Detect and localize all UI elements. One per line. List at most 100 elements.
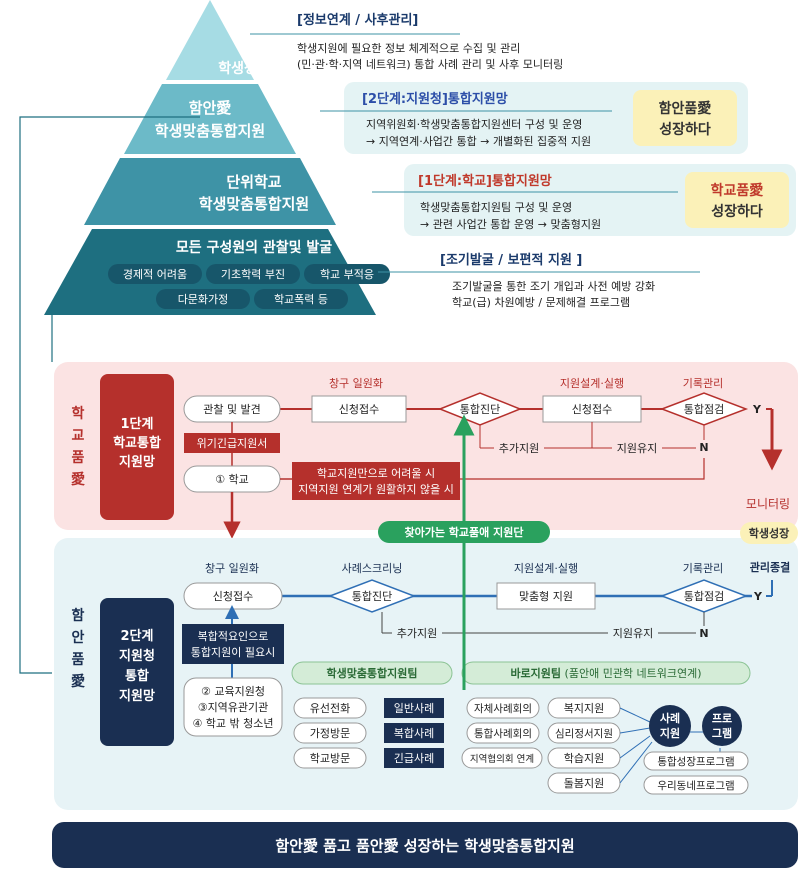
stage1-title: [1단계:학교]통합지원망 (418, 173, 552, 189)
pyramid-level-3-line1: 단위학교 (226, 173, 281, 191)
crisis-form (184, 433, 280, 453)
case-item-general: 일반사례 (394, 701, 434, 715)
school-intake2-box (542, 395, 642, 423)
school-vertical-4: 愛 (71, 471, 85, 488)
pyramid-level-3 (84, 158, 336, 225)
svg-text:위기긴급지원서: 위기긴급지원서 (197, 437, 268, 450)
svg-text:사례스크리닝: 사례스크리닝 (342, 562, 403, 575)
early-description: [조기발굴 / 보편적 지원 ] 조기발굴을 통한 조기 개입과 사전 예방 강… (378, 252, 700, 309)
svg-text:Y: Y (752, 403, 762, 416)
svg-text:Y: Y (753, 590, 763, 603)
footer-text: 함안愛 품고 품안愛 성장하는 학생맞춤통합지원 (275, 837, 574, 855)
svg-text:1단계: 1단계 (121, 416, 154, 432)
complex-need-box (182, 624, 284, 664)
svg-text:③지역유관기관: ③지역유관기관 (198, 701, 269, 714)
svg-text:N: N (699, 441, 708, 454)
pyramid-level-2-line2: 학생맞춤통합지원 (155, 122, 265, 140)
school-stage-box (100, 374, 174, 520)
svg-text:지원: 지원 (660, 726, 680, 740)
svg-text:지원설계·실행: 지원설계·실행 (560, 377, 624, 390)
svg-text:학교통합: 학교통합 (113, 435, 161, 451)
stage2-title: [2단계:지원청]통합지원망 (362, 91, 508, 107)
pill-maladjustment: 학교 부적응 (320, 268, 374, 281)
svg-text:통합점검: 통합점검 (684, 403, 724, 416)
student-growth-badge (740, 522, 798, 544)
early-line2: 학교(급) 차원예방 / 문제해결 프로그램 (452, 295, 630, 309)
svg-text:복합적요인으로: 복합적요인으로 (198, 630, 269, 643)
info-description: [정보연계 / 사후관리] 학생지원에 필요한 정보 체계적으로 수집 및 관리… (250, 12, 563, 71)
svg-text:학생맞춤통합지원팀: 학생맞춤통합지원팀 (326, 666, 417, 680)
svg-text:신청접수: 신청접수 (572, 403, 612, 416)
svg-text:바로지원팀 (품안애 민관학 네트워크연계): 바로지원팀 (품안애 민관학 네트워크연계) (510, 666, 701, 680)
stage1-description: [1단계:학교]통합지원망 학생맞춤통합지원팀 구성 및 운영 → 관련 사업간… (372, 164, 796, 236)
svg-text:프로: 프로 (712, 712, 732, 725)
pyramid-level-1-label: 학생성장 (218, 60, 270, 77)
case-item-urgent: 긴급사례 (394, 752, 434, 765)
pill-multicultural: 다문화가정 (178, 293, 229, 306)
district-custom-box (496, 582, 596, 610)
school-intake-box (311, 395, 407, 423)
svg-text:지역지원 연계가 원활하지 않을 시: 지역지원 연계가 원활하지 않을 시 (298, 482, 454, 496)
pill-economic: 경제적 어려움 (123, 268, 187, 281)
stage2-badge-line2: 성장하다 (659, 121, 711, 138)
pyramid-level-3-line2: 학생맞춤통합지원 (199, 195, 309, 213)
prog-item-growth: 통합성장프로그램 (657, 756, 734, 768)
meet-item-regional: 지역협의회 연계 (470, 753, 534, 765)
info-title: [정보연계 / 사후관리] (297, 12, 418, 28)
stage1-line2: → 관련 사업간 통합 운영 → 맞춤형지원 (420, 218, 601, 231)
early-line1: 조기발굴을 통한 조기 개입과 사전 예방 강화 (452, 280, 655, 293)
svg-text:통합진단: 통합진단 (352, 590, 392, 603)
team-label (291, 661, 453, 685)
pill-school-violence: 학교폭력 등 (274, 293, 328, 306)
svg-text:추가지원: 추가지원 (397, 627, 437, 640)
stage2-line2: → 지역연계·사업간 통합 → 개별화된 집중적 지원 (366, 135, 591, 148)
stage2-line1: 지역위원회·학생맞춤통합지원센터 구성 및 운영 (366, 118, 582, 131)
pyramid-level-1 (166, 0, 254, 80)
svg-text:통합지원이 필요시: 통합지원이 필요시 (191, 646, 275, 659)
school-vertical-3: 품 (72, 450, 85, 466)
svg-text:기록관리: 기록관리 (683, 562, 723, 575)
svg-text:맞춤형 지원: 맞춤형 지원 (519, 590, 573, 603)
svg-text:통합점검: 통합점검 (684, 590, 724, 603)
district-stage-box (100, 598, 174, 746)
svg-text:사례: 사례 (660, 711, 680, 725)
school-panel: 학 교 품 愛 1단계 학교통합 지원망 관찰 및 발견 위기긴급지원서 ① 학… (54, 362, 798, 530)
svg-text:모니터링: 모니터링 (746, 497, 790, 511)
svg-text:지원망: 지원망 (119, 454, 155, 470)
svg-text:② 교육지원청: ② 교육지원청 (201, 685, 265, 698)
svg-text:지원설계·실행: 지원설계·실행 (514, 562, 578, 575)
baro-label (461, 661, 751, 685)
stage1-badge-line2: 성장하다 (711, 203, 763, 220)
district-vertical-4: 愛 (71, 673, 85, 690)
svg-text:① 학교: ① 학교 (215, 473, 249, 486)
pill-basic-learning: 기초학력 부진 (221, 268, 285, 281)
support-item-care: 돌봄지원 (564, 777, 604, 790)
svg-text:지원망: 지원망 (119, 688, 155, 704)
left-item-phone: 유선전화 (310, 702, 350, 715)
svg-text:관리종결: 관리종결 (750, 560, 790, 574)
pyramid: 학생성장 함안愛 학생맞춤통합지원 단위학교 학생맞춤통합지원 모든 구성원의 … (44, 0, 390, 315)
school-alone-box (292, 462, 460, 500)
left-item-home: 가정방문 (310, 727, 350, 740)
svg-text:학생성장: 학생성장 (749, 526, 789, 540)
early-title: [조기발굴 / 보편적 지원 ] (440, 252, 582, 268)
svg-text:창구 일원화: 창구 일원화 (329, 376, 383, 390)
svg-text:그램: 그램 (712, 726, 732, 740)
support-item-study: 학습지원 (564, 752, 604, 765)
prog-item-community: 우리동네프로그램 (657, 780, 734, 792)
svg-text:N: N (699, 627, 708, 640)
left-item-school: 학교방문 (310, 752, 350, 765)
district-check-diamond (659, 579, 749, 613)
svg-text:지원유지: 지원유지 (617, 442, 657, 455)
stage1-badge-line1: 학교품愛 (711, 182, 764, 199)
pyramid-level-2 (124, 84, 296, 154)
svg-text:신청접수: 신청접수 (213, 590, 253, 603)
info-line2: (민·관·학·지역 네트워크) 통합 사례 관리 및 사후 모니터링 (297, 58, 563, 71)
svg-text:2단계: 2단계 (121, 628, 154, 644)
pyramid-level-2-line1: 함안愛 (189, 99, 232, 117)
svg-text:학교지원만으로 어려울 시: 학교지원만으로 어려울 시 (317, 467, 435, 480)
svg-text:통합진단: 통합진단 (460, 403, 500, 416)
school-check-diamond (659, 392, 749, 426)
school-vertical-2: 교 (72, 428, 85, 444)
